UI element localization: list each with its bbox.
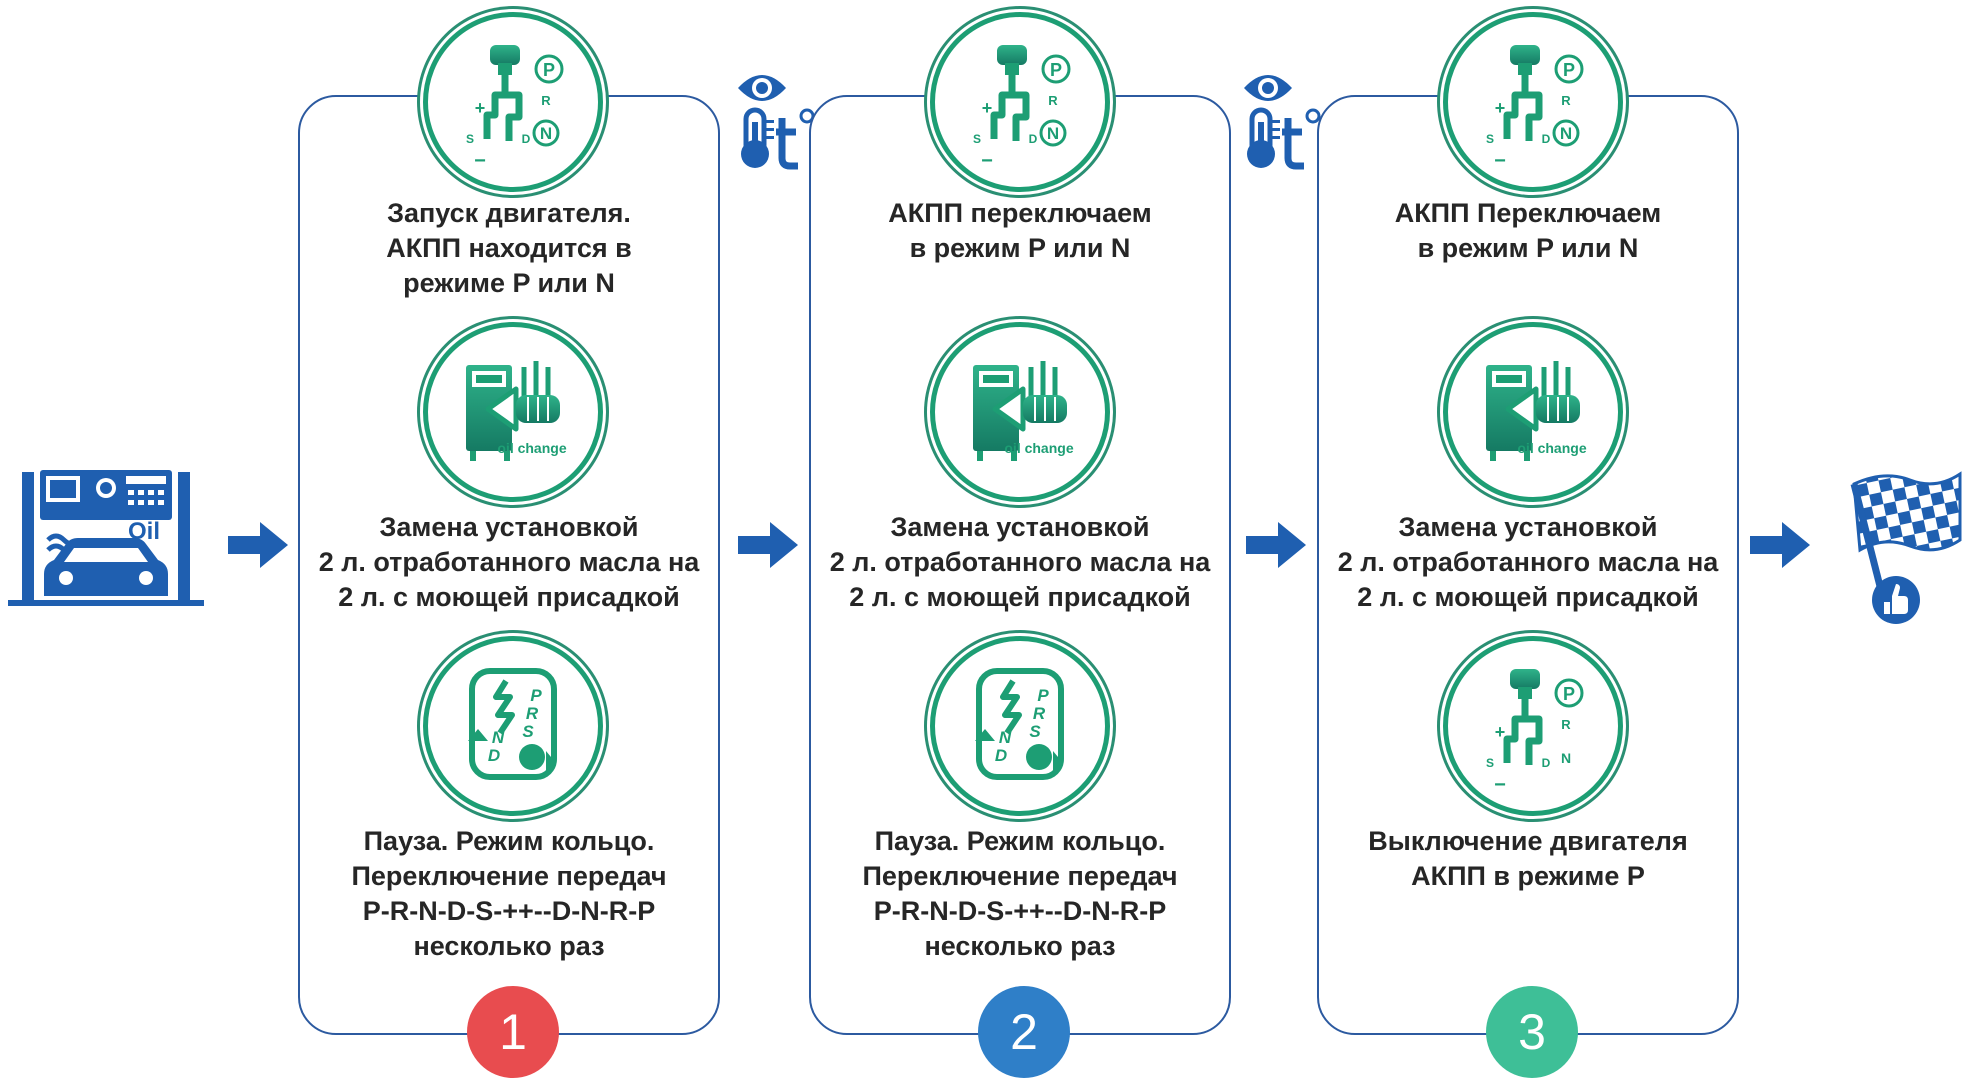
step-1-middle-text: Замена установкой 2 л. отработанного мас… — [318, 512, 700, 612]
svg-text:+: + — [475, 98, 486, 118]
step-2-middle-text: Замена установкой 2 л. отработанного мас… — [829, 512, 1211, 612]
step-3-middle-text: Замена установкой 2 л. отработанного мас… — [1337, 512, 1719, 612]
step-3-top-text: АКПП Переключаем в режим P или N — [1394, 198, 1662, 263]
svg-text:P: P — [530, 686, 542, 705]
svg-text:oil change: oil change — [497, 440, 566, 456]
svg-text:N: N — [1047, 124, 1059, 143]
svg-text:oil change: oil change — [1004, 440, 1073, 456]
svg-text:+: + — [1495, 722, 1506, 742]
gear-cycle-icon: P R S N D — [930, 636, 1110, 816]
svg-text:+: + — [1495, 98, 1506, 118]
svg-text:−: − — [474, 150, 486, 172]
svg-text:N: N — [1561, 750, 1571, 766]
svg-text:S: S — [1486, 756, 1494, 770]
svg-text:R: R — [541, 93, 551, 108]
svg-text:R: R — [1561, 717, 1571, 732]
step-2-top-text: АКПП переключаем в режим P или N — [888, 198, 1152, 263]
svg-text:P: P — [1050, 60, 1062, 80]
svg-text:oil change: oil change — [1517, 440, 1586, 456]
step-1-top-text: Запуск двигателя. АКПП находится в режим… — [386, 198, 632, 298]
svg-text:D: D — [1029, 132, 1038, 146]
arrow-right-icon — [738, 522, 798, 568]
checkered-flag-thumbs-up-icon — [1850, 471, 1962, 624]
eye-thermometer-icon — [738, 75, 815, 170]
svg-text:D: D — [488, 746, 500, 765]
oil-change-machine-icon: oil change — [930, 322, 1110, 502]
oil-change-machine-icon: oil change — [1443, 322, 1623, 502]
step-3-badge: 3 — [1486, 986, 1578, 1078]
car-service-oil-icon: Oil — [8, 466, 204, 612]
svg-text:R: R — [526, 704, 539, 723]
step-2-bottom-text: Пауза. Режим кольцо. Переключение переда… — [862, 826, 1178, 961]
svg-text:R: R — [1048, 93, 1058, 108]
svg-text:−: − — [1494, 150, 1506, 172]
svg-text:N: N — [540, 124, 552, 143]
svg-text:−: − — [981, 150, 993, 172]
svg-text:S: S — [1029, 722, 1041, 741]
svg-text:R: R — [1033, 704, 1046, 723]
svg-text:P: P — [1037, 686, 1049, 705]
svg-text:N: N — [492, 728, 505, 747]
svg-text:P: P — [1563, 684, 1575, 704]
gear-shifter-icon: P R N + − S D — [1443, 12, 1623, 192]
oil-label: Oil — [128, 518, 161, 545]
gear-shifter-icon: P R N + − S D — [423, 12, 603, 192]
svg-text:S: S — [973, 132, 981, 146]
gear-shifter-icon: P R N + − S D — [930, 12, 1110, 192]
oil-change-machine-icon: oil change — [423, 322, 603, 502]
svg-text:D: D — [1542, 756, 1551, 770]
svg-text:D: D — [995, 746, 1007, 765]
step-panel-2 — [809, 95, 1231, 1035]
svg-text:S: S — [522, 722, 534, 741]
gear-cycle-icon: P R S N D — [423, 636, 603, 816]
arrow-right-icon — [228, 522, 288, 568]
step-panel-3 — [1317, 95, 1739, 1035]
step-3-bottom-text: Выключение двигателя АКПП в режиме P — [1368, 826, 1688, 891]
svg-text:S: S — [1486, 132, 1494, 146]
svg-text:P: P — [543, 60, 555, 80]
svg-text:R: R — [1561, 93, 1571, 108]
step-panel-1 — [298, 95, 720, 1035]
svg-text:P: P — [1563, 60, 1575, 80]
svg-text:D: D — [1542, 132, 1551, 146]
svg-text:+: + — [982, 98, 993, 118]
svg-text:D: D — [522, 132, 531, 146]
svg-text:S: S — [466, 132, 474, 146]
step-1-badge: 1 — [467, 986, 559, 1078]
arrow-right-icon — [1246, 522, 1306, 568]
arrow-right-icon — [1750, 522, 1810, 568]
eye-thermometer-icon — [1244, 75, 1321, 170]
svg-text:−: − — [1494, 774, 1506, 796]
gear-shifter-icon: P R N + − S D — [1443, 636, 1623, 816]
step-1-bottom-text: Пауза. Режим кольцо. Переключение переда… — [351, 826, 667, 961]
svg-text:N: N — [999, 728, 1012, 747]
step-2-badge: 2 — [978, 986, 1070, 1078]
svg-text:N: N — [1560, 124, 1572, 143]
